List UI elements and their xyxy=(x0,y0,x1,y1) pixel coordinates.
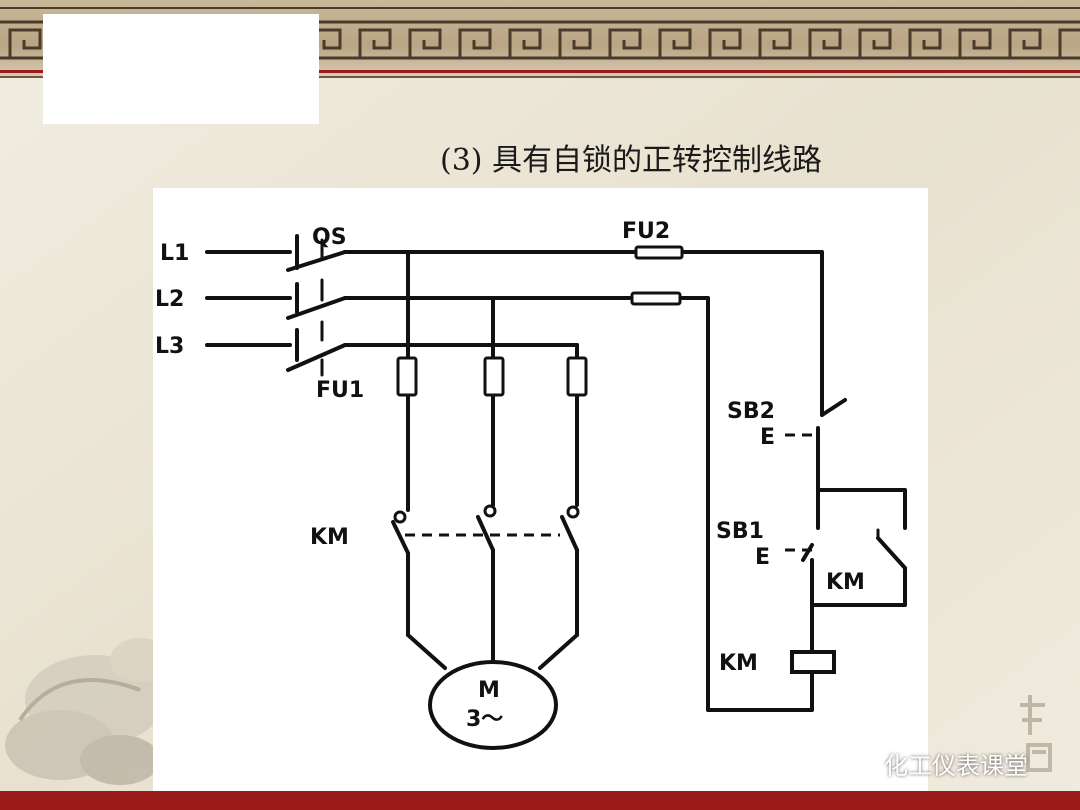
label-km-aux: KM xyxy=(826,570,865,595)
label-l3: L3 xyxy=(155,334,184,359)
label-motor-phase: 3～ xyxy=(466,707,503,732)
label-km-coil: KM xyxy=(719,651,758,676)
label-sb1-e: E xyxy=(755,545,770,570)
km-coil xyxy=(790,650,836,674)
motor xyxy=(428,660,558,750)
km-contact-points xyxy=(393,504,580,524)
label-sb1: SB1 xyxy=(716,519,764,544)
label-motor-m: M xyxy=(478,678,500,703)
mechanical-links xyxy=(405,433,818,552)
label-sb2-e: E xyxy=(760,425,775,450)
watermark: 化工仪表课堂 xyxy=(842,742,1028,784)
bus-l2 xyxy=(343,296,814,712)
wechat-icon xyxy=(842,749,876,776)
circuit-diagram xyxy=(205,234,907,712)
label-fu2: FU2 xyxy=(622,219,670,244)
title-placeholder-box xyxy=(43,14,319,124)
fuse-fu1 xyxy=(396,356,588,397)
label-l2: L2 xyxy=(155,287,184,312)
bus-l1 xyxy=(343,250,824,417)
label-sb2: SB2 xyxy=(727,399,775,424)
label-fu1: FU1 xyxy=(316,378,364,403)
watermark-text: 化工仪表课堂 xyxy=(884,751,1028,780)
label-km-main: KM xyxy=(310,525,349,550)
calligraphy-decoration xyxy=(1020,695,1052,772)
label-l1: L1 xyxy=(160,241,189,266)
label-qs: QS xyxy=(312,225,347,250)
fuse-fu2 xyxy=(630,245,684,306)
slide-title: (3) 具有自锁的正转控制线路 xyxy=(440,143,822,178)
bottom-red-bar xyxy=(0,791,1080,810)
